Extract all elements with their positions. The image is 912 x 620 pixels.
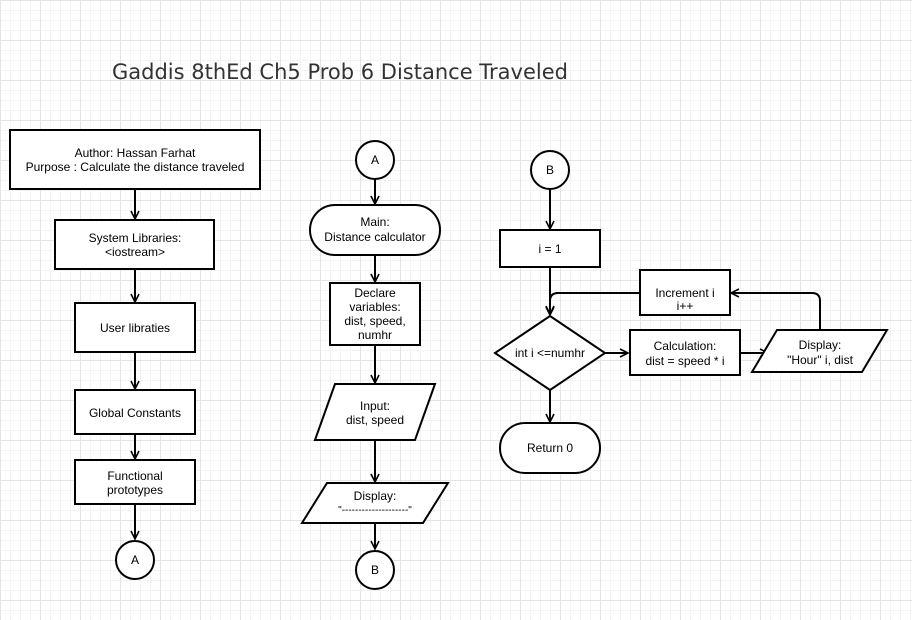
declare-label-2: variables: (349, 300, 400, 314)
increment-box[interactable]: Increment i i++ (639, 269, 731, 316)
author-label: Author: Hassan Farhat (75, 146, 196, 160)
display-separator-parallelogram[interactable]: Display: "--------------------" (300, 482, 450, 524)
declare-label-1: Declare (354, 286, 396, 300)
init-label: i = 1 (538, 242, 561, 256)
declare-variables-box[interactable]: Declare variables: dist, speed, numhr (329, 282, 421, 346)
userlib-label: User libraties (100, 321, 170, 335)
output-label-1: Display: (799, 338, 842, 352)
input-label-2: dist, speed (346, 413, 404, 427)
global-constants-box[interactable]: Global Constants (74, 389, 196, 435)
header-box[interactable]: Author: Hassan Farhat Purpose : Calculat… (9, 129, 261, 190)
diagram-title: Gaddis 8thEd Ch5 Prob 6 Distance Travele… (112, 60, 568, 84)
edge-display-to-increment (731, 293, 821, 330)
calculation-box[interactable]: Calculation: dist = speed * i (629, 329, 741, 376)
return-label: Return 0 (527, 441, 573, 455)
calc-label-2: dist = speed * i (645, 354, 724, 368)
user-libraries-box[interactable]: User libraties (74, 302, 196, 353)
return-terminal[interactable]: Return 0 (499, 422, 601, 474)
syslib-include-label: <iostream> (105, 245, 165, 259)
system-libraries-box[interactable]: System Libraries: <iostream> (54, 219, 215, 270)
declare-label-3: dist, speed, (344, 314, 405, 328)
loop-condition-diamond[interactable]: int i <=numhr (493, 314, 607, 392)
init-box[interactable]: i = 1 (499, 229, 601, 268)
increment-label-1: Increment i (655, 286, 714, 300)
connector-b-bottom[interactable]: B (355, 550, 395, 590)
purpose-label: Purpose : Calculate the distance travele… (26, 160, 245, 174)
connector-b-top[interactable]: B (530, 150, 570, 190)
connector-b-top-label: B (546, 163, 554, 177)
display-output-parallelogram[interactable]: Display: "Hour" i, dist (750, 329, 889, 373)
connector-b-bottom-label: B (371, 563, 379, 577)
main-terminal[interactable]: Main: Distance calculator (309, 204, 441, 256)
calc-label-1: Calculation: (654, 339, 717, 353)
connector-a-top[interactable]: A (355, 140, 395, 180)
function-prototypes-box[interactable]: Functional prototypes (74, 459, 196, 505)
condition-label: int i <=numhr (515, 346, 585, 360)
output-label-2: "Hour" i, dist (787, 353, 854, 367)
connector-a-top-label: A (371, 153, 379, 167)
proto-label-1: Functional (107, 469, 162, 483)
proto-label-2: prototypes (107, 483, 163, 497)
connector-a-bottom[interactable]: A (115, 540, 155, 580)
connector-a-label: A (131, 553, 139, 567)
increment-label-2: i++ (677, 299, 694, 313)
display-label-1: Display: (354, 489, 397, 503)
syslib-label: System Libraries: (89, 231, 182, 245)
globals-label: Global Constants (89, 406, 181, 420)
display-label-2: "--------------------" (338, 505, 412, 516)
main-label-1: Main: (360, 215, 389, 229)
input-label-1: Input: (360, 399, 390, 413)
declare-label-4: numhr (358, 328, 392, 342)
input-parallelogram[interactable]: Input: dist, speed (313, 383, 437, 441)
edge-increment-to-condition (550, 292, 640, 314)
main-label-2: Distance calculator (324, 230, 425, 244)
